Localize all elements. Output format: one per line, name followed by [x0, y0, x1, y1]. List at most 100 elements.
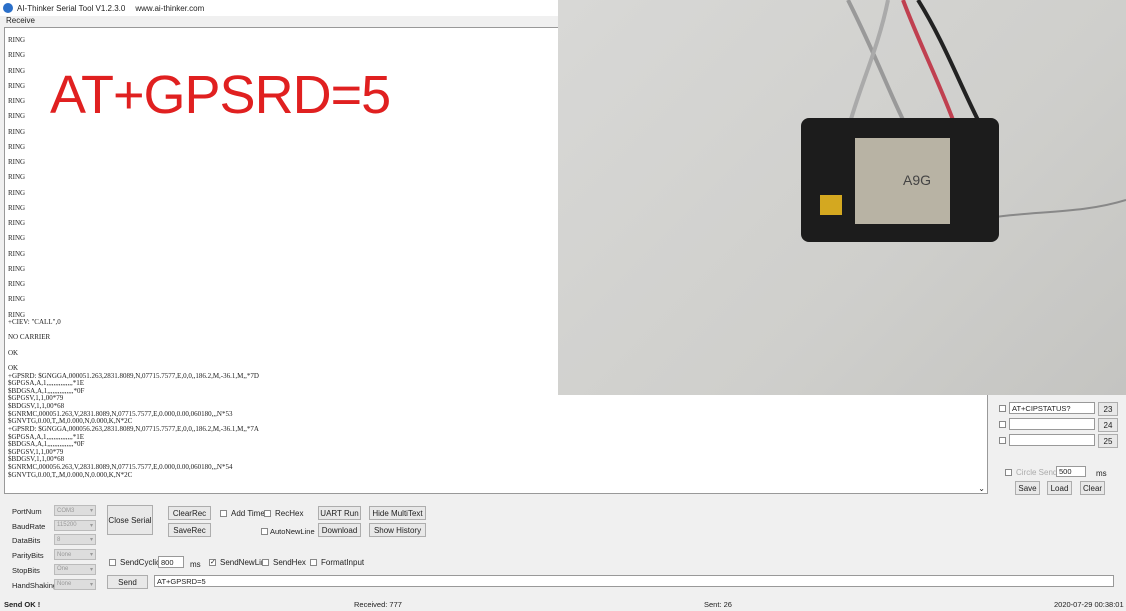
log-line: $GNRMC,000056.263,V,2831.8089,N,07715.75…: [8, 463, 233, 471]
sent-count: Sent: 26: [704, 600, 732, 609]
add-time-checkbox[interactable]: Add Time: [220, 509, 265, 518]
status-bar: Send OK ! Received: 777 Sent: 26 2020-07…: [0, 600, 1126, 611]
multitext-input[interactable]: AT+CIPSTATUS?: [1009, 402, 1095, 414]
clear-button[interactable]: Clear: [1080, 481, 1105, 495]
hide-multitext-button[interactable]: Hide MultiText: [369, 506, 426, 520]
port-label: PortNum: [12, 507, 42, 516]
svg-text:A9G: A9G: [903, 172, 931, 188]
port-select[interactable]: 8▾: [54, 534, 96, 546]
load-button[interactable]: Load: [1047, 481, 1072, 495]
log-line: $BDGSV,1,1,00*68: [8, 402, 65, 410]
log-line: OK: [8, 348, 19, 357]
log-line: RING: [8, 249, 26, 258]
log-line: RING: [8, 219, 26, 227]
auto-newline-label: AutoNewLine: [270, 527, 315, 536]
multitext-send-button[interactable]: 24: [1098, 418, 1118, 432]
multitext-checkbox[interactable]: [999, 421, 1006, 428]
log-line: [8, 212, 259, 220]
log-line: $GPGSA,A,1,,,,,,,,,,,,,,,*1E: [8, 432, 85, 441]
log-line: RING: [8, 112, 26, 121]
circle-send-label: Circle Send: [1016, 468, 1058, 477]
port-value: 115200: [57, 522, 77, 529]
log-line: [8, 342, 259, 350]
send-newline-checkbox[interactable]: ✓SendNewLin: [209, 558, 266, 567]
format-input-checkbox[interactable]: FormatInput: [310, 558, 364, 567]
show-history-button[interactable]: Show History: [369, 523, 426, 537]
save-button[interactable]: Save: [1015, 481, 1040, 495]
port-select[interactable]: None▾: [54, 549, 96, 561]
log-line: +GPSRD: $GNGGA,000051.263,2831.8089,N,07…: [8, 371, 259, 380]
log-line: [8, 167, 259, 175]
ms-label: ms: [1096, 469, 1107, 478]
auto-newline-checkbox[interactable]: AutoNewLine: [261, 527, 315, 536]
log-line: [8, 45, 259, 53]
send-hex-checkbox[interactable]: SendHex: [262, 558, 306, 567]
log-line: RING: [8, 295, 26, 304]
uart-run-button[interactable]: UART Run: [318, 506, 361, 520]
log-line: RING: [8, 66, 26, 75]
send-button[interactable]: Send: [107, 575, 148, 589]
chevron-down-icon: ▾: [89, 522, 93, 529]
save-rec-button[interactable]: SaveRec: [168, 523, 211, 537]
log-line: $GNVTG,0.00,T,,M,0.000,N,0.000,K,N*2C: [8, 470, 133, 479]
a9g-board-image: A9G: [801, 0, 1126, 242]
log-line: RING: [8, 188, 26, 197]
status-time: 2020-07-29 00:38:01: [1054, 600, 1124, 609]
format-input-label: FormatInput: [321, 558, 365, 567]
close-serial-button[interactable]: Close Serial: [107, 505, 153, 535]
video-overlay-photo: A9G: [558, 0, 1126, 395]
multitext-input[interactable]: [1009, 434, 1095, 446]
log-line: [8, 151, 259, 159]
clear-rec-button[interactable]: ClearRec: [168, 506, 211, 520]
port-label: BaudRate: [12, 521, 46, 531]
port-label: ParityBits: [12, 551, 44, 561]
port-value: One: [57, 566, 69, 573]
port-select[interactable]: COM3▾: [54, 505, 96, 516]
window-title: AI-Thinker Serial Tool V1.2.3.0: [17, 3, 126, 13]
add-time-label: Add Time: [231, 509, 265, 518]
log-line: $GPGSA,A,1,,,,,,,,,,,,,,,*1E: [8, 379, 85, 388]
log-line: $GPGSV,1,1,00*79: [8, 447, 64, 456]
log-line: RING: [8, 97, 26, 105]
log-line: [8, 258, 259, 266]
port-select[interactable]: 115200 ▾: [54, 519, 96, 531]
download-button[interactable]: Download: [318, 523, 361, 537]
log-line: $GNRMC,000051.263,V,2831.8089,N,07715.75…: [8, 409, 233, 418]
log-line: [8, 304, 259, 312]
multitext-checkbox[interactable]: [999, 405, 1006, 412]
log-line: RING: [8, 36, 26, 44]
send-cyclic-label: SendCyclic: [120, 558, 161, 567]
log-line: NO CARRIER: [8, 333, 51, 342]
port-select[interactable]: None▾: [54, 578, 96, 590]
app-logo-icon: [3, 3, 13, 13]
port-label: DataBits: [12, 536, 41, 546]
rec-hex-checkbox[interactable]: RecHex: [264, 509, 303, 518]
circle-send-checkbox[interactable]: Circle Send: [1005, 468, 1057, 477]
log-line: [8, 243, 259, 251]
rec-hex-label: RecHex: [275, 509, 304, 518]
log-line: [8, 273, 259, 281]
chevron-down-icon: ▾: [89, 566, 93, 573]
cyclic-ms-input[interactable]: 800: [158, 556, 184, 568]
multitext-input[interactable]: [1009, 418, 1095, 430]
log-line: RING: [8, 127, 26, 136]
log-line: [8, 228, 259, 236]
send-newline-label: SendNewLin: [220, 558, 266, 567]
circle-send-ms-input[interactable]: 500: [1056, 466, 1086, 477]
multitext-checkbox[interactable]: [999, 437, 1006, 444]
log-line: $BDGSA,A,1,,,,,,,,,,,,,,,*0F: [8, 386, 85, 395]
send-cyclic-checkbox[interactable]: SendCyclic: [109, 558, 160, 567]
chevron-down-icon: ▾: [89, 581, 93, 588]
multitext-send-button[interactable]: 23: [1098, 402, 1118, 416]
log-line: RING: [8, 234, 26, 243]
port-settings: PortNum COM3▾ BaudRate 115200 ▾ DataBits 8▾…: [4, 505, 100, 595]
multitext-send-button[interactable]: 25: [1098, 434, 1118, 448]
scroll-down-icon[interactable]: ⌄: [978, 484, 985, 493]
log-line: [8, 289, 259, 297]
chevron-down-icon: ▾: [89, 508, 93, 514]
port-select[interactable]: One ▾: [54, 563, 96, 575]
chevron-down-icon: ▾: [89, 537, 93, 544]
log-line: RING: [8, 310, 26, 319]
send-input[interactable]: AT+GPSRD=5: [154, 575, 1114, 587]
log-line: RING: [8, 203, 26, 212]
